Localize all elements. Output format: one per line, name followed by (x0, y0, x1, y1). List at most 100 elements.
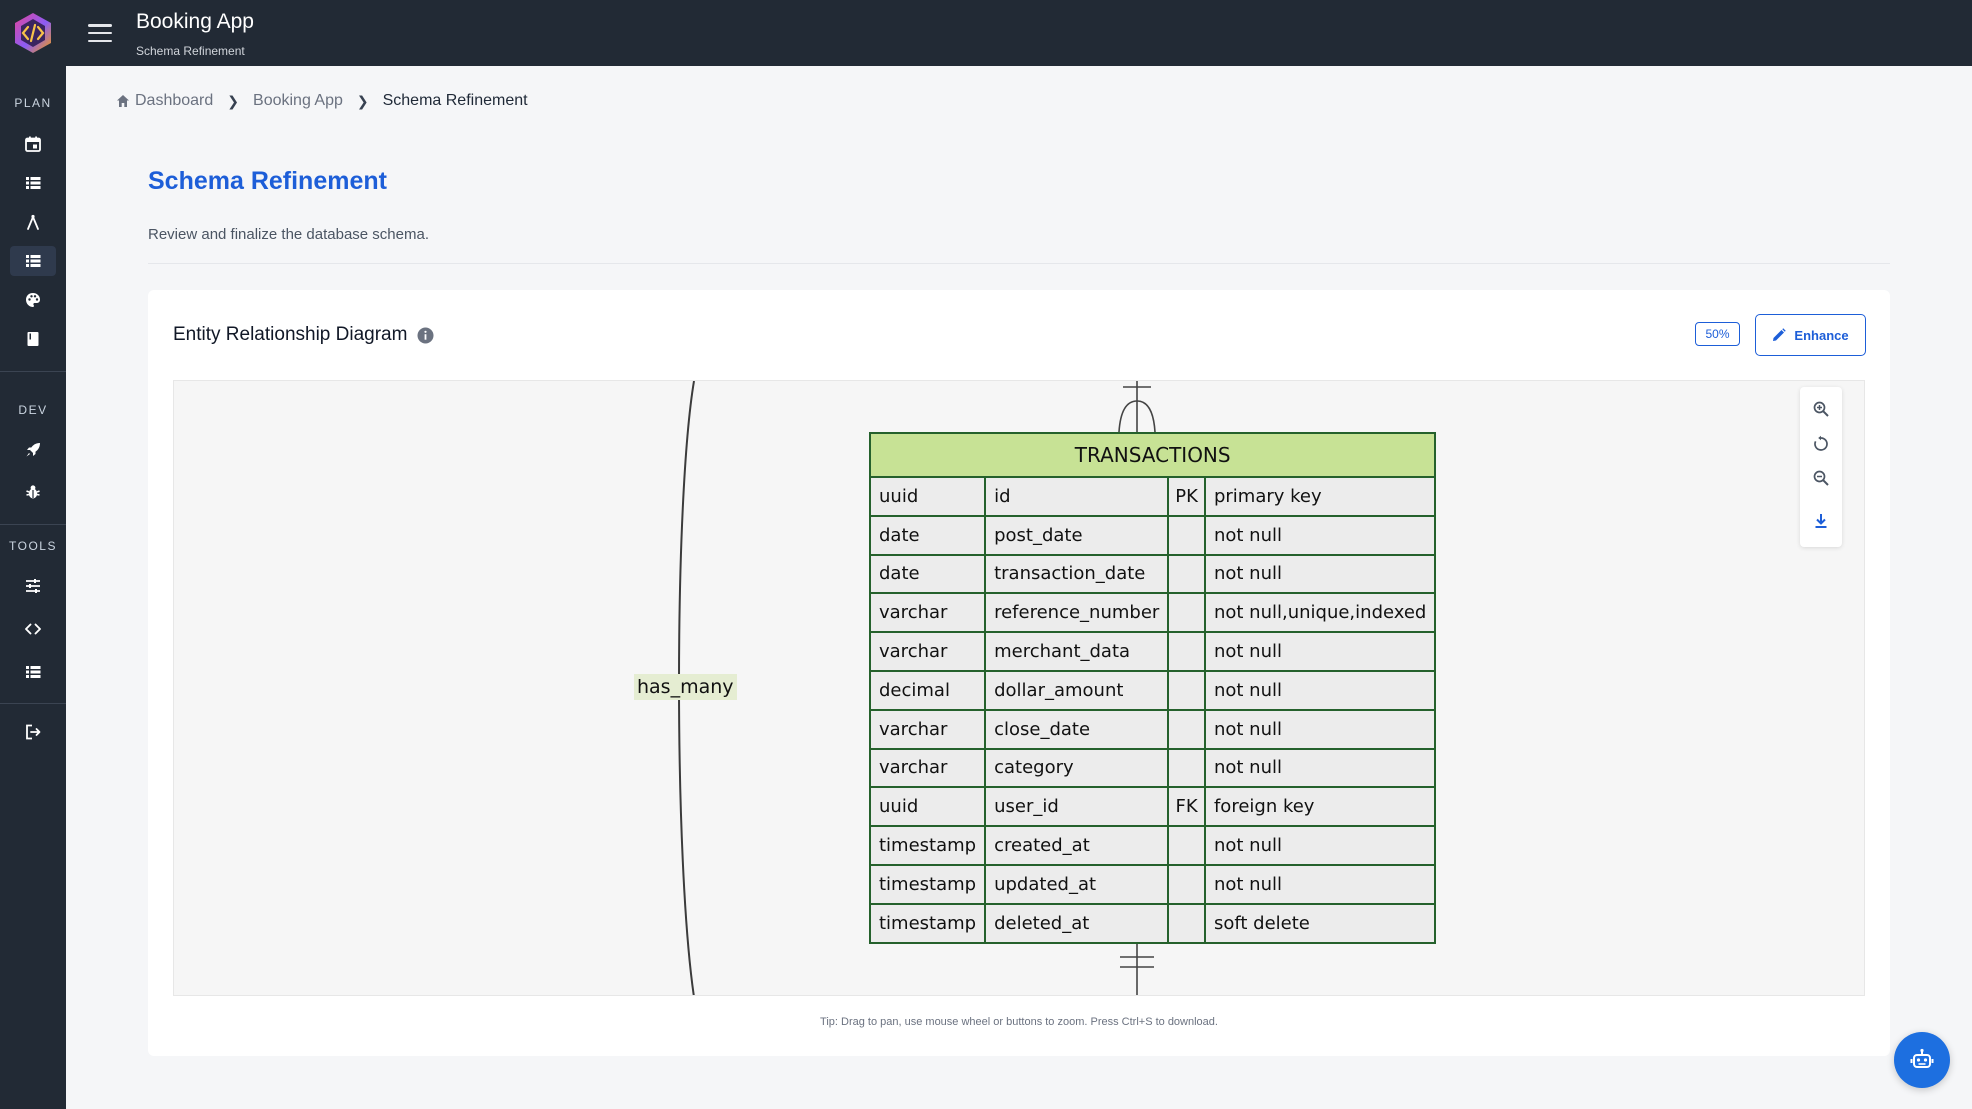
column-constraint: not null (1203, 708, 1437, 750)
pencil-icon (1773, 328, 1787, 341)
sidebar-item-compass[interactable] (10, 207, 56, 237)
column-constraint: not null (1203, 747, 1437, 789)
column-name: transaction_date (984, 553, 1170, 595)
entity-name: TRANSACTIONS (868, 432, 1437, 478)
column-constraint: not null,unique,indexed (1203, 592, 1437, 634)
column-key (1167, 747, 1206, 789)
column-key (1167, 669, 1206, 711)
app-logo-icon[interactable] (13, 12, 53, 54)
sidebar-section-dev: DEV (18, 403, 48, 417)
column-name: id (984, 476, 1170, 517)
home-icon (117, 95, 129, 107)
column-key (1167, 592, 1206, 634)
zoom-level-badge: 50% (1695, 322, 1740, 346)
enhance-button[interactable]: Enhance (1755, 314, 1866, 356)
connector-bottom-one (1120, 942, 1154, 995)
column-name: deleted_at (984, 902, 1170, 944)
column-constraint: not null (1203, 631, 1437, 672)
app-title: Booking App (136, 10, 254, 33)
column-type: varchar (868, 592, 987, 634)
column-type: timestamp (868, 825, 987, 866)
column-constraint: not null (1203, 863, 1437, 905)
compass-icon (27, 214, 39, 230)
card-title-text: Entity Relationship Diagram (173, 324, 408, 345)
column-name: updated_at (984, 863, 1170, 905)
column-type: varchar (868, 631, 987, 672)
column-name: user_id (984, 786, 1170, 828)
breadcrumb-booking-app[interactable]: Booking App (253, 92, 343, 109)
sidebar: PLAN DEV TOOLS (0, 66, 66, 1109)
sidebar-item-code[interactable] (10, 614, 56, 644)
column-key (1167, 825, 1206, 866)
enhance-button-label: Enhance (1794, 327, 1849, 343)
download-icon (1815, 514, 1827, 528)
reset-zoom-button[interactable] (1809, 432, 1833, 456)
breadcrumb: Dashboard ❯ Booking App ❯ Schema Refinem… (116, 92, 528, 110)
sidebar-item-bug[interactable] (10, 477, 56, 507)
page-description: Review and finalize the database schema. (148, 226, 430, 243)
column-constraint: not null (1203, 669, 1437, 711)
hamburger-menu-button[interactable] (86, 20, 114, 46)
column-name: dollar_amount (984, 669, 1170, 711)
chevron-right-icon: ❯ (227, 92, 240, 109)
usage-tip: Tip: Drag to pan, use mouse wheel or but… (820, 1016, 1218, 1028)
column-key (1167, 553, 1206, 595)
sidebar-item-rocket[interactable] (10, 435, 56, 465)
sidebar-divider (0, 524, 66, 525)
sidebar-item-sliders[interactable] (10, 571, 56, 601)
sidebar-item-book[interactable] (10, 324, 56, 354)
column-name: post_date (984, 514, 1170, 556)
column-key: PK (1167, 476, 1206, 517)
column-name: merchant_data (984, 631, 1170, 672)
relationship-label: has_many (634, 674, 737, 700)
page-title: Schema Refinement (148, 167, 387, 195)
column-type: date (868, 553, 987, 595)
logout-icon (26, 724, 41, 740)
column-type: decimal (868, 669, 987, 711)
column-type: date (868, 514, 987, 556)
column-constraint: soft delete (1203, 902, 1437, 944)
assistant-fab-button[interactable] (1894, 1032, 1950, 1088)
column-type: varchar (868, 747, 987, 789)
divider (148, 263, 1890, 264)
zoom-in-icon (1813, 401, 1829, 417)
info-icon[interactable] (417, 327, 434, 344)
column-key (1167, 708, 1206, 750)
column-constraint: not null (1203, 553, 1437, 595)
list-icon (26, 666, 41, 678)
download-button[interactable] (1809, 509, 1833, 533)
sliders-icon (26, 579, 40, 593)
column-name: reference_number (984, 592, 1170, 634)
sidebar-item-palette[interactable] (10, 285, 56, 315)
entity-header-row: TRANSACTIONS (868, 432, 1437, 478)
sidebar-item-list[interactable] (10, 657, 56, 687)
column-name: created_at (984, 825, 1170, 866)
sidebar-item-logout[interactable] (10, 717, 56, 747)
sidebar-divider (0, 703, 66, 704)
zoom-out-button[interactable] (1809, 466, 1833, 490)
rocket-icon (26, 443, 40, 457)
zoom-in-button[interactable] (1809, 397, 1833, 421)
sidebar-item-calendar[interactable] (10, 129, 56, 159)
reset-icon (1814, 435, 1828, 451)
code-icon (25, 623, 41, 635)
column-type: timestamp (868, 863, 987, 905)
column-constraint: primary key (1203, 476, 1437, 517)
sidebar-item-list-active[interactable] (10, 246, 56, 276)
sidebar-item-list[interactable] (10, 168, 56, 198)
card-title: Entity Relationship Diagram (173, 324, 434, 346)
breadcrumb-dashboard[interactable]: Dashboard (135, 92, 214, 109)
top-bar: Booking App Schema Refinement (0, 0, 1972, 66)
erd-card: Entity Relationship Diagram 50% Enhance … (148, 290, 1890, 1056)
